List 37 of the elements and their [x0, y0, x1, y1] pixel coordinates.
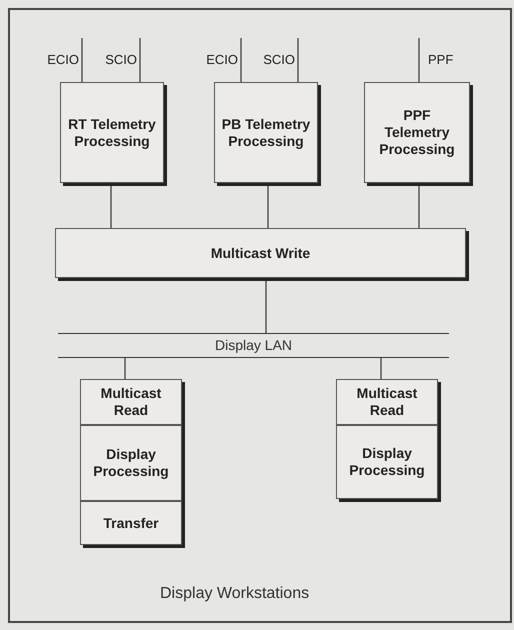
process-box — [336, 425, 438, 499]
connector-line — [267, 183, 269, 228]
connector-line — [297, 38, 299, 82]
node-label: PPF Telemetry Processing — [378, 107, 456, 158]
process-box — [214, 82, 318, 183]
process-box — [364, 82, 470, 183]
signal-label: ECIO — [205, 53, 239, 66]
signal-label: SCIO — [104, 53, 138, 66]
connector-line — [139, 38, 141, 82]
connector-line — [418, 183, 420, 228]
process-box — [80, 501, 182, 545]
process-box — [80, 379, 182, 425]
connector-line — [265, 278, 267, 333]
connector-line — [380, 358, 382, 379]
signal-label: SCIO — [262, 53, 296, 66]
node-label: PB Telemetry Processing — [220, 116, 312, 150]
process-box — [336, 379, 438, 425]
node-label: Multicast Read — [100, 385, 162, 419]
process-box — [60, 82, 164, 183]
network-band — [58, 333, 449, 358]
process-box — [55, 228, 466, 278]
connector-line — [81, 38, 83, 82]
node-label: Transfer — [103, 514, 159, 532]
node-label: Display Processing — [92, 446, 170, 480]
signal-label: ECIO — [46, 53, 80, 66]
connector-line — [240, 38, 242, 82]
process-box — [80, 425, 182, 501]
node-label: Multicast Write — [210, 244, 310, 262]
node-label: Display LAN — [214, 337, 292, 354]
node-label: Display Processing — [348, 445, 426, 479]
connector-line — [124, 358, 126, 379]
connector-line — [418, 38, 420, 82]
connector-line — [110, 183, 112, 228]
node-label: RT Telemetry Processing — [67, 116, 157, 150]
node-label: Multicast Read — [356, 385, 418, 419]
caption: Display Workstations — [160, 585, 310, 603]
signal-label: PPF — [427, 53, 454, 66]
